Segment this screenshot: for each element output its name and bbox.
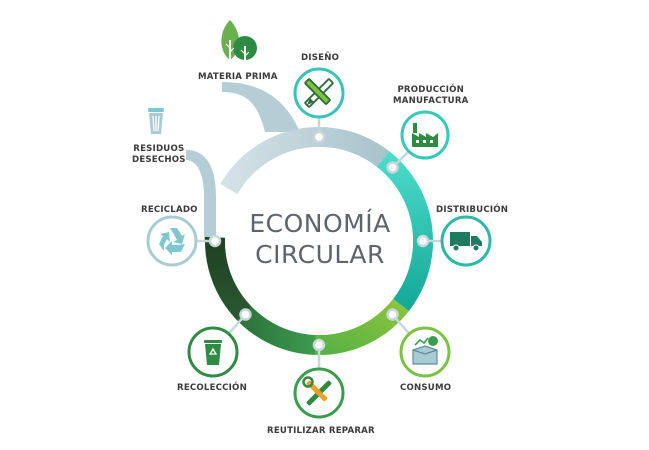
label-residuos-line1: RESIDUOS xyxy=(133,144,185,154)
stage-recoleccion-node[interactable] xyxy=(187,326,239,378)
label-residuos-line2: DESECHOS xyxy=(132,154,186,165)
center-title-line1: ECONOMÍA xyxy=(249,209,391,238)
ring-segment-diseno xyxy=(220,127,390,194)
recycle-icon xyxy=(159,228,185,255)
ring-segment-recoleccion xyxy=(205,237,252,321)
ring-dot-reciclado xyxy=(208,234,222,248)
wrench-screwdriver-icon xyxy=(302,376,332,406)
label-reutilizar: REUTILIZAR REPARAR xyxy=(267,426,375,436)
stage-reciclado-node[interactable] xyxy=(146,215,198,267)
ring-segment-consumo xyxy=(315,298,409,355)
label-distribucion: DISTRIBUCIÓN xyxy=(436,205,509,215)
trees-icon xyxy=(221,20,257,64)
factory-icon xyxy=(412,123,438,147)
label-reciclado: RECICLADO xyxy=(141,205,198,215)
ring-dot-produccion xyxy=(386,161,399,174)
stage-reutilizar-node[interactable] xyxy=(293,367,345,419)
trash-can-icon xyxy=(148,108,164,134)
label-residuos: RESIDUOS DESECHOS xyxy=(132,144,186,165)
stage-diseno-node[interactable] xyxy=(293,67,345,119)
materia-prima-flow xyxy=(222,82,300,132)
ring-segment-produccion-distribucion xyxy=(376,151,433,312)
ring-dot-distribucion xyxy=(416,234,430,248)
pencil-ruler-icon xyxy=(304,78,334,108)
label-produccion-line2: MANUFACTURA xyxy=(393,95,469,106)
stage-produccion-node[interactable] xyxy=(400,110,450,160)
truck-icon xyxy=(450,232,482,252)
recycle-bin-icon xyxy=(204,340,222,365)
label-recoleccion: RECOLECCIÓN xyxy=(177,383,247,393)
ring-dot-reutilizar xyxy=(312,338,326,352)
label-produccion-line1: PRODUCCIÓN xyxy=(397,85,465,95)
ring-segment-reutilizar xyxy=(236,306,316,355)
center-title-line2: CIRCULAR xyxy=(255,240,385,269)
residuos-flow xyxy=(186,150,216,240)
ring-dot-diseno xyxy=(312,130,326,144)
ring-dot-recoleccion xyxy=(239,308,252,321)
center-disc xyxy=(225,147,413,335)
ring-dot-consumo xyxy=(386,308,399,321)
stage-distribucion-node[interactable] xyxy=(440,215,492,267)
center-title: ECONOMÍA CIRCULAR xyxy=(220,208,420,270)
label-consumo: CONSUMO xyxy=(400,383,452,393)
shopping-box-icon xyxy=(412,336,438,365)
cycle-ring xyxy=(205,127,433,355)
label-materia-prima: MATERIA PRIMA xyxy=(198,72,278,82)
label-produccion: PRODUCCIÓN MANUFACTURA xyxy=(393,85,469,106)
label-diseno: DISEÑO xyxy=(301,53,340,63)
stage-consumo-node[interactable] xyxy=(399,326,451,378)
